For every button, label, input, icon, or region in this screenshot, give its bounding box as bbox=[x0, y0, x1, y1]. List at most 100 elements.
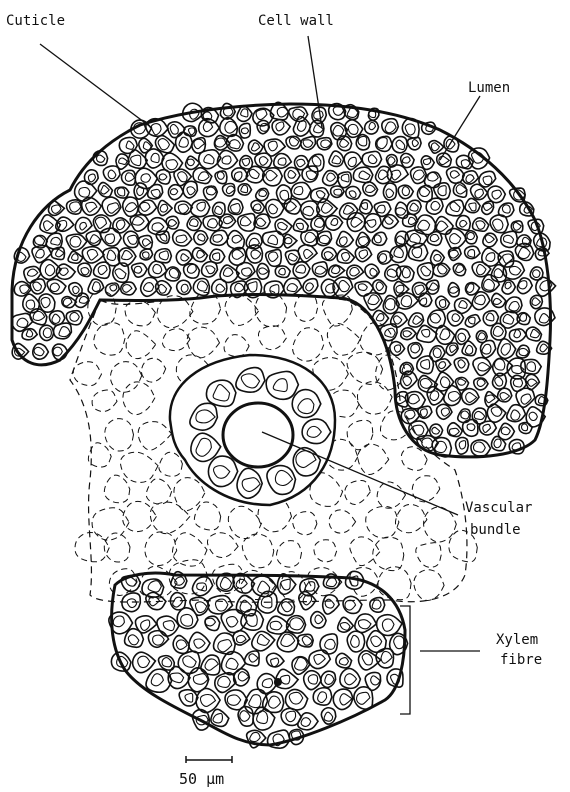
cell-lumen bbox=[303, 140, 313, 148]
cell-lumen bbox=[289, 692, 303, 704]
xylem-fibre-cell bbox=[343, 596, 362, 613]
cell-lumen bbox=[176, 640, 187, 650]
cell-lumen bbox=[181, 254, 189, 261]
cell-lumen bbox=[502, 205, 510, 213]
cell-lumen bbox=[279, 268, 286, 275]
cell-lumen bbox=[33, 282, 42, 291]
cell-lumen bbox=[475, 295, 486, 305]
cell-lumen bbox=[334, 189, 342, 195]
xylem-fibre-cell bbox=[347, 631, 364, 652]
cell-lumen bbox=[401, 296, 412, 307]
cell-lumen bbox=[179, 137, 188, 147]
cell-lumen bbox=[501, 344, 510, 355]
cell-lumen bbox=[469, 203, 476, 211]
fibre-cell bbox=[263, 231, 285, 248]
cell-lumen bbox=[95, 217, 106, 228]
cell-lumen bbox=[359, 250, 368, 259]
cell-lumen bbox=[35, 236, 45, 245]
cell-lumen bbox=[306, 283, 314, 291]
cell-lumen bbox=[450, 171, 459, 178]
cell-lumen bbox=[194, 139, 205, 149]
cell-lumen bbox=[166, 160, 178, 170]
xylem-fibre-cell bbox=[189, 632, 210, 652]
cell-lumen bbox=[27, 269, 37, 276]
cell-lumen bbox=[193, 674, 208, 685]
cell-lumen bbox=[348, 157, 356, 166]
cell-lumen bbox=[107, 250, 116, 260]
cell-lumen bbox=[348, 124, 358, 134]
parenchyma-cell bbox=[123, 501, 157, 531]
cell-lumen bbox=[110, 285, 117, 291]
cell-lumen bbox=[386, 189, 394, 198]
cell-lumen bbox=[394, 636, 404, 649]
parenchyma-cell bbox=[94, 323, 125, 355]
cell-lumen bbox=[385, 217, 393, 225]
cell-lumen bbox=[251, 143, 259, 151]
parenchyma-cell bbox=[224, 335, 249, 357]
cell-lumen bbox=[476, 221, 485, 229]
cell-lumen bbox=[286, 711, 296, 722]
cell-lumen bbox=[90, 235, 100, 244]
cell-lumen bbox=[376, 314, 384, 321]
cell-lumen bbox=[197, 202, 205, 211]
parenchyma-cell bbox=[327, 324, 360, 356]
cell-lumen bbox=[194, 639, 205, 648]
cell-lumen bbox=[126, 141, 134, 149]
cell-lumen bbox=[396, 140, 405, 149]
cell-lumen bbox=[331, 218, 338, 225]
fibre-cell bbox=[456, 437, 469, 454]
cell-lumen bbox=[327, 173, 336, 181]
cell-lumen bbox=[503, 314, 514, 324]
fibre-cell bbox=[248, 140, 263, 154]
cell-lumen bbox=[528, 379, 537, 386]
parenchyma-cell bbox=[225, 294, 259, 325]
cell-lumen bbox=[430, 313, 441, 323]
central-vessel bbox=[223, 403, 293, 467]
cell-lumen bbox=[287, 284, 297, 292]
cell-lumen bbox=[220, 577, 231, 589]
cell-lumen bbox=[151, 189, 160, 197]
cell-lumen bbox=[241, 109, 248, 117]
cell-lumen bbox=[162, 658, 172, 667]
cell-lumen bbox=[421, 360, 430, 370]
cell-lumen bbox=[532, 298, 540, 306]
cell-lumen bbox=[43, 328, 51, 338]
cell-lumen bbox=[351, 635, 360, 647]
cell-lumen bbox=[72, 254, 79, 261]
cell-lumen bbox=[153, 264, 162, 273]
cell-lumen bbox=[430, 234, 439, 241]
fibre-cell bbox=[138, 200, 156, 215]
cell-lumen bbox=[362, 654, 372, 665]
cell-lumen bbox=[503, 235, 513, 243]
label-bundle: bundle bbox=[470, 522, 521, 538]
xylem-fibre-cell bbox=[304, 671, 321, 690]
fibre-cell bbox=[325, 216, 342, 231]
fibre-cell bbox=[408, 313, 423, 327]
lower-xylem-cells bbox=[109, 571, 408, 748]
cell-lumen bbox=[438, 265, 448, 274]
cell-lumen bbox=[278, 222, 288, 230]
cell-lumen bbox=[458, 379, 466, 385]
cell-lumen bbox=[79, 296, 88, 303]
cell-lumen bbox=[367, 220, 376, 228]
cell-lumen bbox=[231, 204, 241, 213]
cell-lumen bbox=[249, 654, 258, 662]
cell-lumen bbox=[253, 204, 261, 211]
cell-lumen bbox=[59, 268, 68, 275]
cell-lumen bbox=[296, 265, 306, 273]
cell-lumen bbox=[540, 344, 548, 352]
fibre-cell bbox=[68, 251, 83, 263]
cell-lumen bbox=[511, 410, 520, 420]
fibre-cell bbox=[175, 201, 193, 214]
cell-lumen bbox=[486, 313, 494, 321]
cell-lumen bbox=[315, 615, 323, 624]
cell-lumen bbox=[429, 283, 438, 290]
cell-lumen bbox=[430, 391, 439, 401]
cell-lumen bbox=[420, 298, 427, 305]
cell-lumen bbox=[248, 282, 257, 292]
cell-lumen bbox=[394, 316, 402, 324]
cell-lumen bbox=[319, 235, 330, 243]
cell-lumen bbox=[51, 237, 61, 245]
fibre-cell bbox=[192, 248, 207, 262]
cell-lumen bbox=[339, 658, 348, 665]
